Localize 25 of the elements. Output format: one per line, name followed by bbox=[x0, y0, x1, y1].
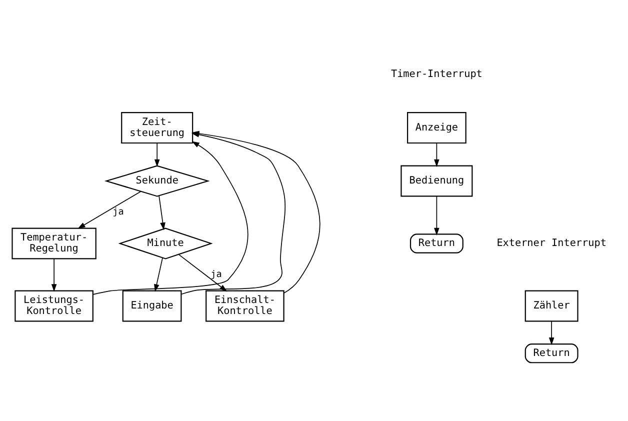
arrow bbox=[158, 194, 166, 230]
node-box: Bedienung bbox=[400, 164, 473, 196]
node-box: Return bbox=[410, 233, 464, 253]
node-box: Anzeige bbox=[407, 112, 466, 144]
edge-label: ja bbox=[210, 268, 222, 280]
node-box: Einschalt- Kontrolle bbox=[206, 290, 284, 322]
node-box: Zähler bbox=[524, 290, 578, 322]
arrow bbox=[92, 140, 248, 294]
node-diamond: Sekunde bbox=[104, 164, 210, 196]
arrow bbox=[51, 258, 57, 292]
node-box: Leistungs- Kontrolle bbox=[14, 290, 94, 322]
arrow bbox=[154, 256, 163, 292]
arrow bbox=[548, 320, 554, 345]
arrow bbox=[434, 195, 440, 235]
node-box: Eingabe bbox=[122, 290, 182, 322]
edge-label: ja bbox=[112, 206, 124, 218]
label: Externer Interrupt bbox=[496, 238, 606, 249]
label: Timer-Interrupt bbox=[390, 68, 482, 80]
node-diamond: Minute bbox=[118, 227, 213, 259]
arrow bbox=[154, 142, 160, 166]
arrow bbox=[434, 142, 440, 166]
node-box: Temperatur- Regelung bbox=[12, 227, 96, 259]
node-box: Zeit- steuerung bbox=[121, 112, 194, 144]
node-box: Return bbox=[524, 343, 578, 363]
arrow bbox=[78, 190, 142, 228]
